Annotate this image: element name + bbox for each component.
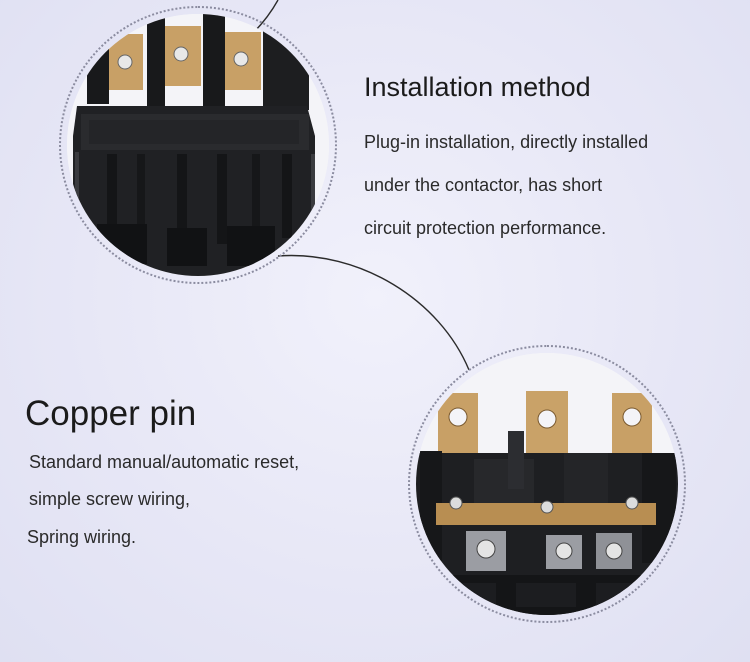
copper-pin-image [408,345,686,623]
copper-pin-illustration [416,353,678,615]
contactor-housing-image [59,6,337,284]
copper-pin-desc-line-3: Spring wiring. [27,527,137,547]
installation-desc-line-3: circuit protection performance. [364,218,607,238]
contactor-housing-photo [67,14,329,276]
copper-pin-title: Copper pin [25,394,197,433]
copper-pin-desc-line-2: simple screw wiring, [29,489,191,509]
installation-desc-line-2: under the contactor, has short [364,175,603,195]
dotted-ring [59,6,337,284]
installation-method-title: Installation method [364,72,591,102]
contactor-housing-illustration [67,14,329,276]
copper-pin-photo [416,353,678,615]
dotted-ring [408,345,686,623]
copper-pin-desc-line-1: Standard manual/automatic reset, [29,452,300,472]
connector-line-middle [277,254,470,371]
installation-desc-line-1: Plug-in installation, directly installed [364,132,649,152]
